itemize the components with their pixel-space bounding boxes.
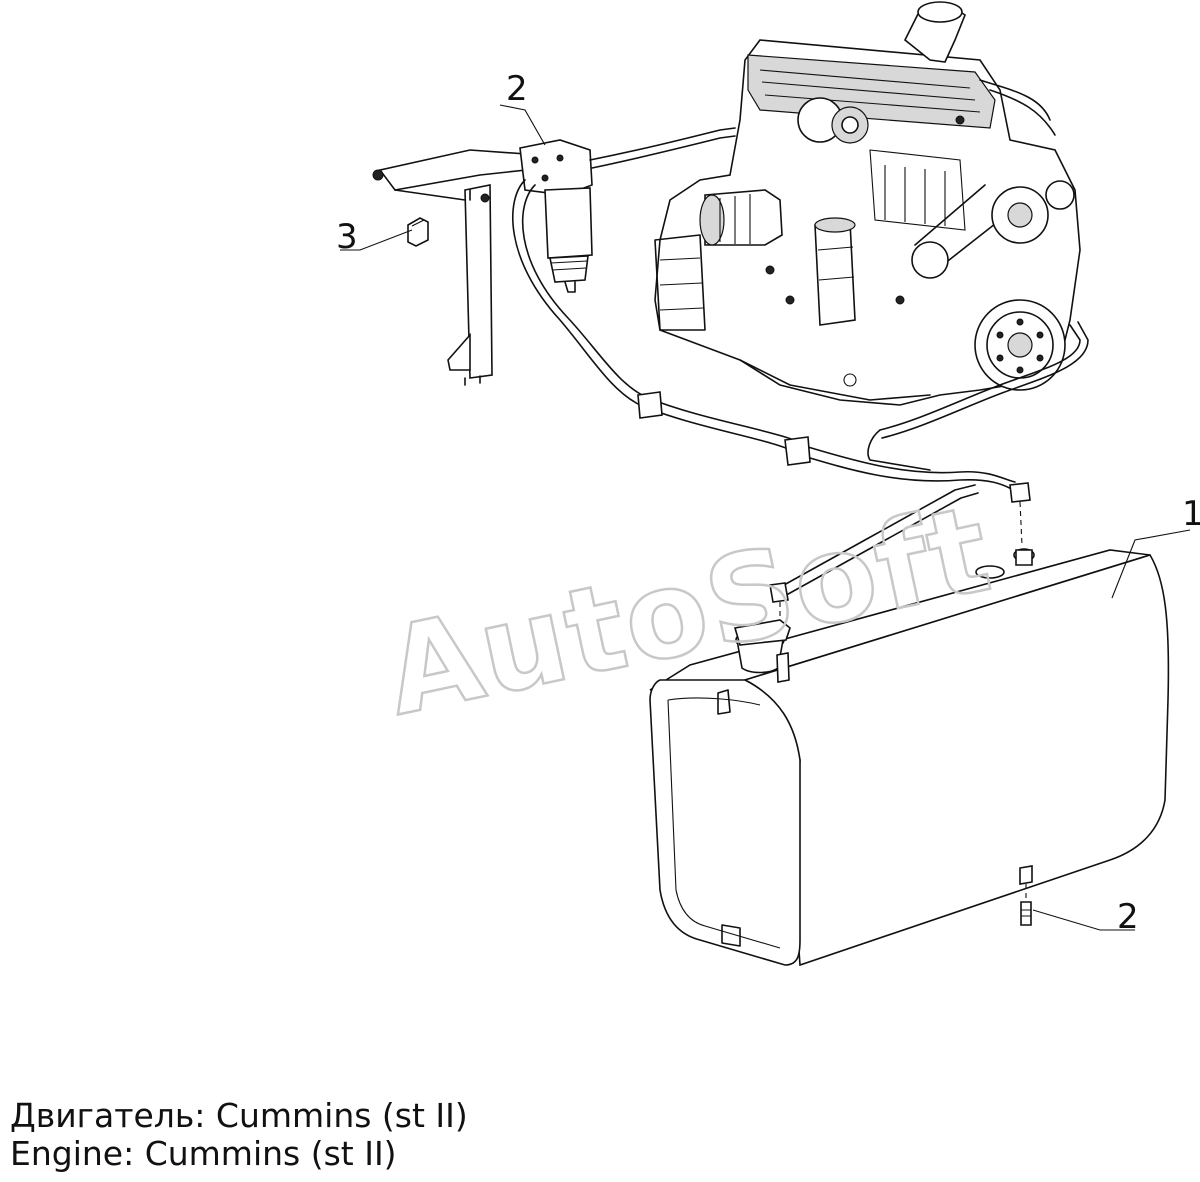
caption-line-en: Engine: Cummins (st II) [10, 1134, 397, 1173]
fuel-tank [649, 548, 1170, 967]
engine-drawing [654, 1, 1081, 406]
callout-bracket: 3 [336, 217, 358, 257]
callout-tank: 1 [1182, 494, 1200, 534]
fuel-filter [519, 139, 593, 293]
filter-bracket [372, 149, 547, 386]
callout-drain-plug: 2 [1117, 897, 1139, 937]
leader-lines [340, 104, 1191, 931]
callout-filter: 2 [506, 69, 528, 109]
fuel-lines [512, 127, 1089, 630]
caption-line-ru: Двигатель: Cummins (st II) [10, 1096, 468, 1135]
